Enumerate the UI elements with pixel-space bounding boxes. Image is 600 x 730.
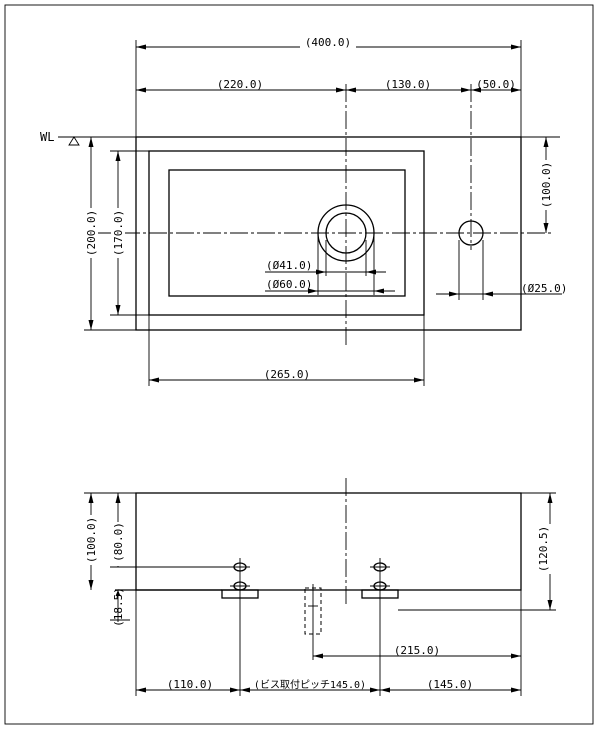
dimension-arrow [149, 377, 159, 383]
dim-center-to-tap-label: (130.0) [385, 78, 431, 91]
dimension-arrow [449, 291, 459, 297]
dim-total-depth-label: (200.0) [85, 210, 98, 256]
dim-bowl-width-label: (265.0) [264, 368, 310, 381]
dimension-arrow [136, 44, 146, 50]
dim-left-to-screw-label: (110.0) [167, 678, 213, 691]
dimension-arrow [483, 291, 493, 297]
dimension-arrow [136, 687, 146, 693]
dimension-arrow [240, 687, 250, 693]
dim-total-width-label: (400.0) [305, 36, 351, 49]
dimension-arrow [136, 87, 146, 93]
dim-bracket-label: (18.5) [112, 587, 125, 627]
dimension-arrow [366, 269, 376, 275]
dimension-arrow [313, 653, 323, 659]
dimension-arrow [543, 223, 549, 233]
dim-inner-depth-label: (170.0) [112, 210, 125, 256]
dim-drain-outer-label: (Ø60.0) [266, 278, 312, 291]
dimension-arrow [115, 590, 121, 596]
dim-tap-to-edge-label: (50.0) [476, 78, 516, 91]
dimension-arrow [88, 137, 94, 147]
top-view: (400.0) (220.0) (130.0) (50.0) WL (200.0… [40, 36, 567, 386]
dim-tap-from-back-label: (100.0) [540, 162, 553, 208]
dimension-arrow [88, 493, 94, 503]
dim-total-height-label: (120.5) [537, 526, 550, 572]
dimension-arrow [346, 87, 356, 93]
dim-screw-pitch-label: (ビス取付ピッチ145.0) [254, 678, 366, 691]
page-frame [4, 4, 594, 725]
dimension-arrow [511, 87, 521, 93]
dimension-arrow [316, 269, 326, 275]
dim-front-inner-height-label: (80.0) [112, 522, 125, 562]
dimension-arrow [115, 305, 121, 315]
dimension-arrow [88, 320, 94, 330]
water-level-label: WL [40, 130, 54, 144]
dim-drain-to-edge-label: (215.0) [394, 644, 440, 657]
dimension-arrow [471, 87, 481, 93]
dim-tap-hole-label: (Ø25.0) [521, 282, 567, 295]
dimension-arrow [115, 151, 121, 161]
dimension-arrow [511, 653, 521, 659]
dim-screw-to-edge-label: (145.0) [427, 678, 473, 691]
dimension-arrow [115, 493, 121, 503]
front-body-outline [135, 492, 522, 591]
dimension-arrow [543, 137, 549, 147]
dimension-arrow [308, 288, 318, 294]
dimension-arrow [414, 377, 424, 383]
dimension-arrow [511, 44, 521, 50]
dimension-arrow [88, 580, 94, 590]
dimension-arrow [380, 687, 390, 693]
basin-outline [135, 136, 522, 331]
dimension-arrow [230, 687, 240, 693]
water-level-triangle-icon [68, 136, 80, 146]
dimension-arrow [547, 600, 553, 610]
dimension-arrow [461, 87, 471, 93]
dimension-arrow [374, 288, 384, 294]
dim-front-height-label: (100.0) [85, 517, 98, 563]
dim-left-to-center-label: (220.0) [217, 78, 263, 91]
dimension-arrow [547, 493, 553, 503]
dimension-arrow [511, 687, 521, 693]
dim-drain-inner-label: (Ø41.0) [266, 259, 312, 272]
dimension-arrow [336, 87, 346, 93]
dimension-arrow [370, 687, 380, 693]
front-view: (100.0) (80.0) (18.5) (120.5) (215.0) [84, 478, 557, 696]
